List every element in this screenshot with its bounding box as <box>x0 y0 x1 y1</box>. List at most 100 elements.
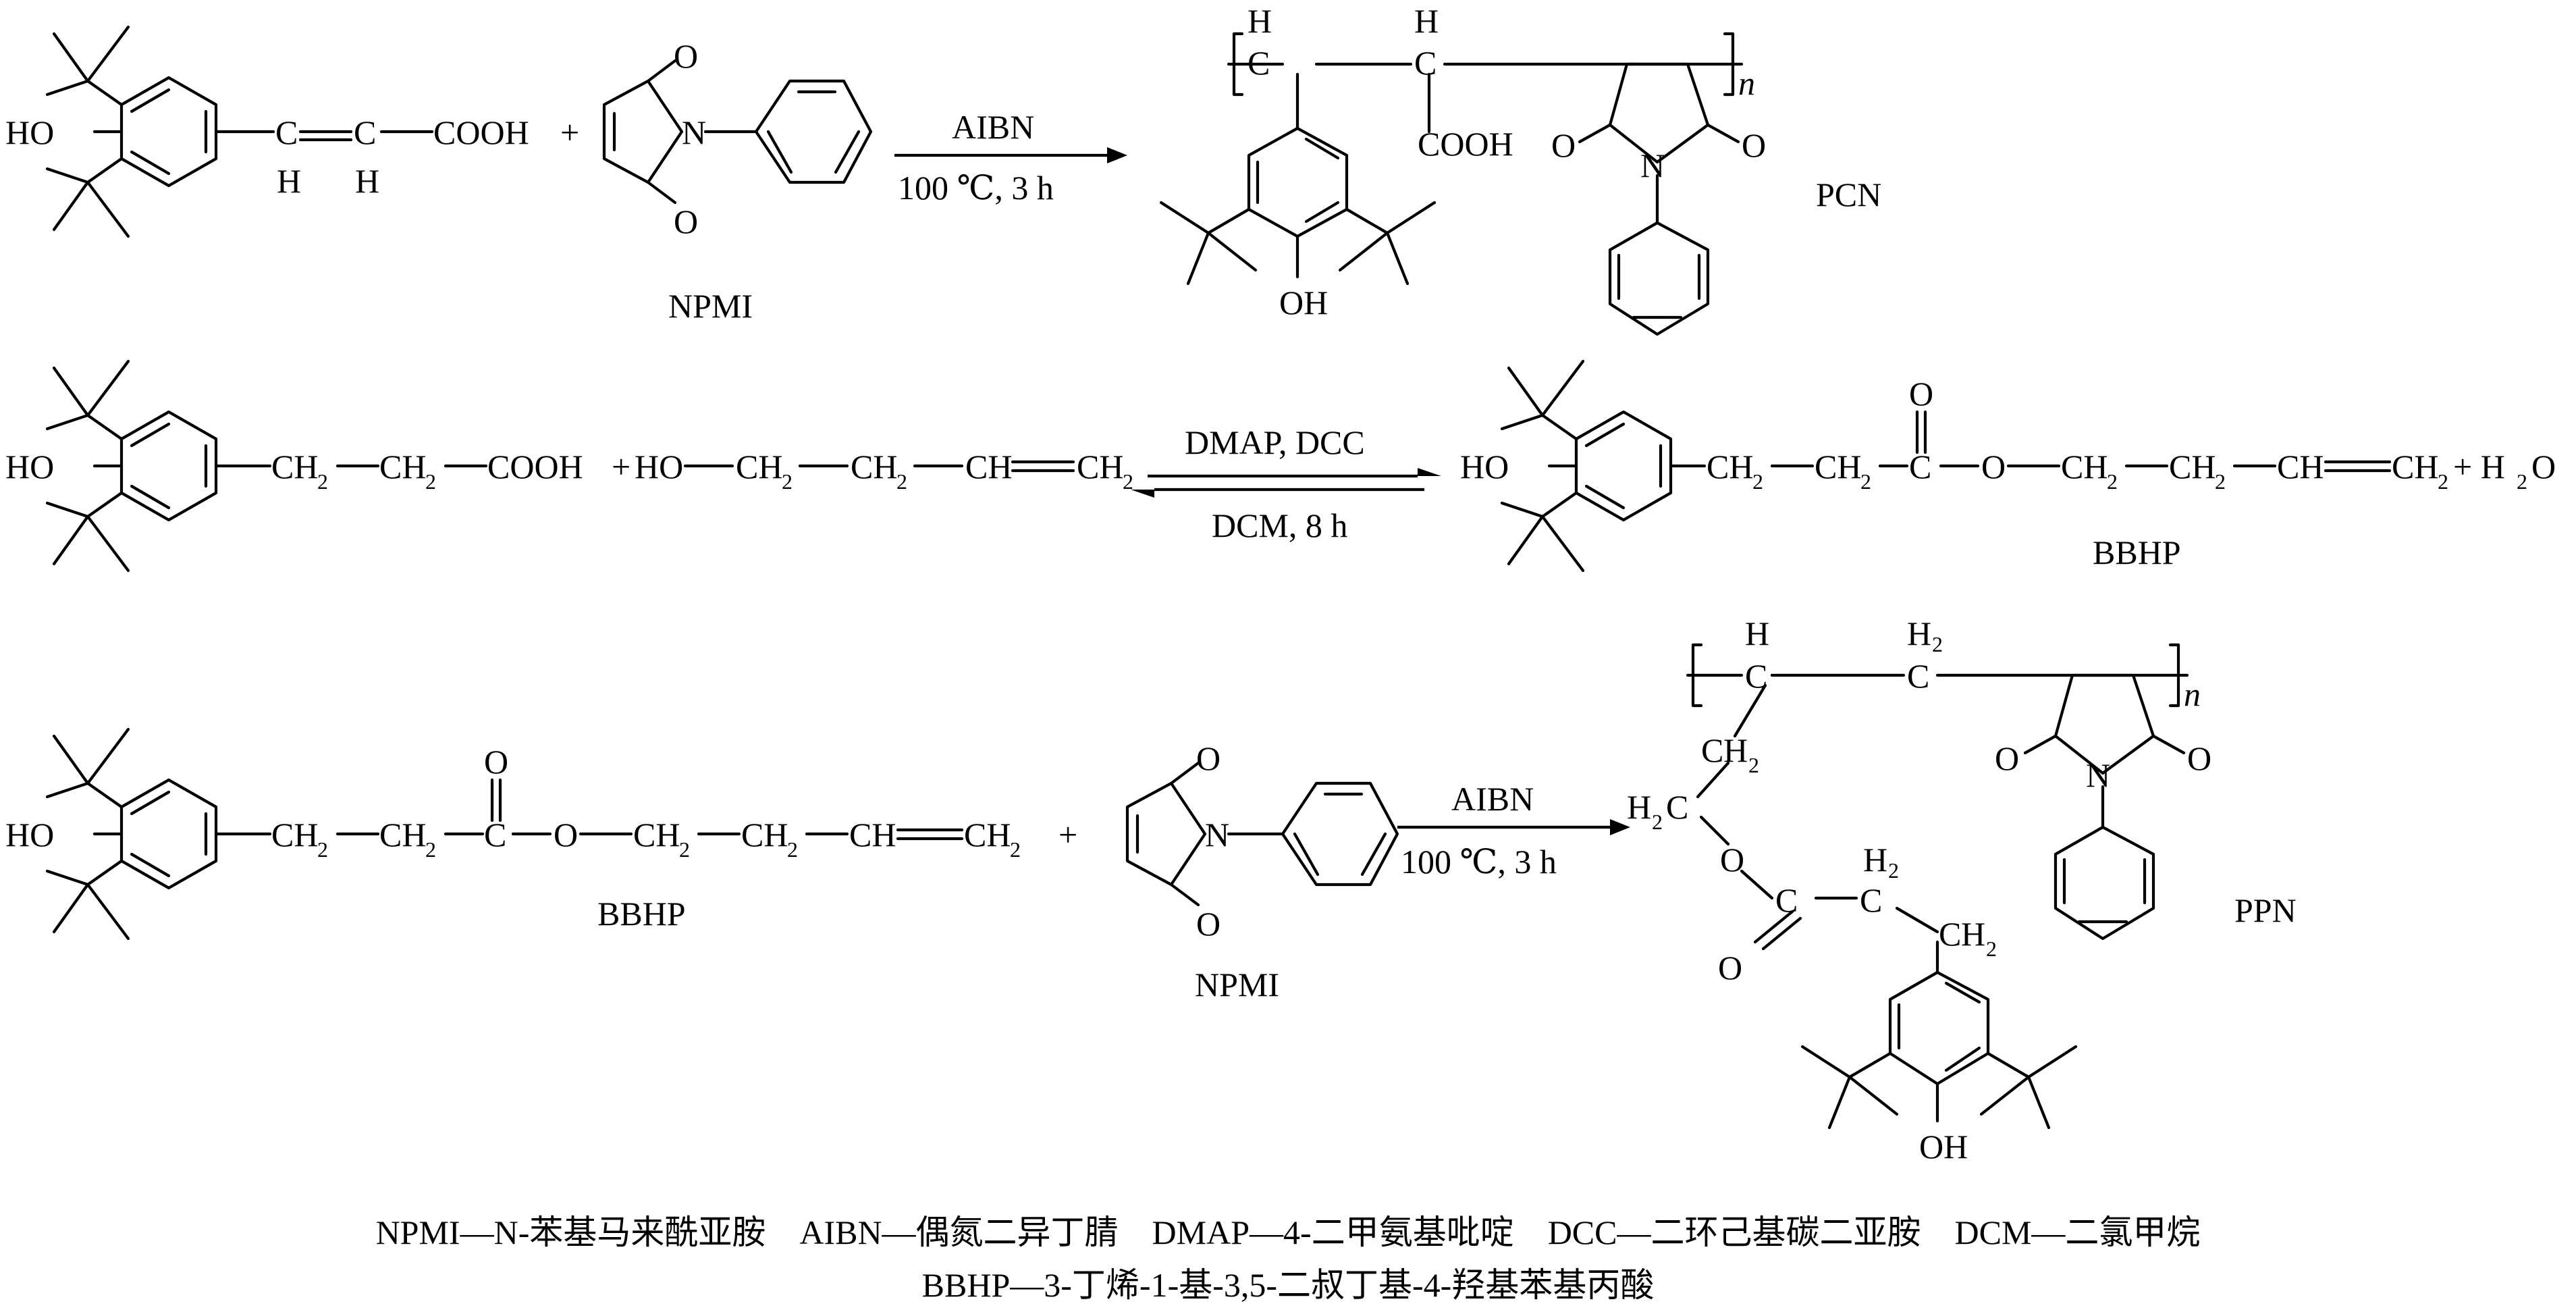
pcn-h1: H <box>1247 2 1272 40</box>
ppn-ester-o: O <box>1720 841 1744 879</box>
r2-alcohol-ch-1-sub: 2 <box>782 469 793 494</box>
bbhp-reactant <box>45 727 964 941</box>
bbhp-ch-3: CH <box>2061 448 2108 486</box>
npmi-2-name: NPMI <box>1195 966 1279 1003</box>
ppn-product <box>1686 643 2189 1130</box>
bbhp-ch-6: CH <box>2392 448 2438 486</box>
ppn-carbonyl-c: C <box>1775 881 1798 919</box>
r2-alcohol-ch-2: CH <box>851 448 897 486</box>
ppn-n-subscript: n <box>2184 675 2201 713</box>
r1-arrow-top: AIBN <box>952 108 1034 146</box>
r2-arrow-top: DMAP, DCC <box>1185 423 1365 461</box>
r3-bbhp-ch-4: CH <box>741 816 788 854</box>
pcn-c2: C <box>1414 44 1437 82</box>
npmi-2-o-top: O <box>1196 739 1220 777</box>
bbhp-ch-6-sub: 2 <box>2438 469 2448 494</box>
legend-line-2: BBHP—3-丁烯-1-基-3,5-二叔丁基-4-羟基苯基丙酸 <box>922 1266 1655 1304</box>
reaction-3: HO CH 2 CH 2 C O O CH 2 CH 2 CH CH 2 + B… <box>5 614 2297 1165</box>
r2-plus: + <box>612 448 630 486</box>
r1-oh-label: HO <box>5 113 54 151</box>
r3-arrow-top: AIBN <box>1451 780 1534 818</box>
r1-vinyl-h1: H <box>277 162 301 200</box>
ppn-o-right: O <box>2187 739 2211 777</box>
bbhp-ch-1-sub: 2 <box>1752 469 1763 494</box>
r2-alcohol-ch-3: CH <box>965 448 1012 486</box>
r2-byproduct-sub: 2 <box>2517 469 2527 494</box>
ppn-ch-d-sub: 2 <box>1986 937 1997 961</box>
r1-plus: + <box>560 113 579 151</box>
npmi-2-o-bottom: O <box>1196 905 1220 943</box>
ppn-h2-sub: 2 <box>1932 632 1943 656</box>
r2-alcohol-ch-1: CH <box>736 448 782 486</box>
bbhp-carbonyl-c: C <box>1909 448 1931 486</box>
r3-bbhp-ch-6-sub: 2 <box>1010 837 1021 862</box>
r3-bbhp-name: BBHP <box>597 895 686 933</box>
r2-ch-2-sub: 2 <box>425 469 436 494</box>
r2-alcohol-ch-4: CH <box>1077 448 1123 486</box>
ppn-name: PPN <box>2234 891 2297 929</box>
r2-alcohol-ho: HO <box>635 448 683 486</box>
bbhp-carbonyl-o: O <box>1909 375 1933 413</box>
ppn-ch-c-sub: 2 <box>1888 858 1899 883</box>
r3-arrow-bottom: 100 ℃, 3 h <box>1401 843 1557 881</box>
bbhp-ch-4-sub: 2 <box>2215 469 2226 494</box>
bbhp-ch-5: CH <box>2277 448 2324 486</box>
r3-bbhp-ch-4-sub: 2 <box>787 837 798 862</box>
ppn-n: N <box>2086 756 2110 794</box>
pcn-c1: C <box>1247 44 1270 82</box>
bbhp-ch-1: CH <box>1707 448 1753 486</box>
ppn-h2: H <box>1907 614 1931 652</box>
bbhp-ch-4: CH <box>2169 448 2216 486</box>
pcn-cooh: COOH <box>1418 125 1513 163</box>
ppn-ch-c: C <box>1860 881 1882 919</box>
r3-bbhp-ch-1: CH <box>271 816 318 854</box>
r3-bbhp-ho: HO <box>5 816 54 854</box>
pcn-name: PCN <box>1816 176 1881 213</box>
ppn-ch-a: C <box>1701 731 1723 769</box>
r3-arrowhead <box>1610 819 1630 835</box>
ppn-ch-c-h: H <box>1863 841 1887 879</box>
npmi-1-name: NPMI <box>668 287 753 325</box>
r3-bbhp-ch-6: CH <box>964 816 1011 854</box>
bbhp-product <box>1500 359 2392 573</box>
r3-bbhp-carbonyl-c: C <box>484 816 506 854</box>
pcn-o-left: O <box>1551 126 1576 164</box>
npmi-1 <box>602 59 873 205</box>
ppn-ch-b: C <box>1666 788 1688 826</box>
r3-bbhp-ch-3: CH <box>633 816 680 854</box>
r1-arrowhead <box>1107 147 1127 163</box>
bbhp-ho: HO <box>1460 448 1509 486</box>
phenol-ring-2 <box>45 359 488 573</box>
r2-byproduct-o: O <box>2531 448 2556 486</box>
r1-arrow-bottom: 100 ℃, 3 h <box>898 169 1054 207</box>
reaction-2: HO CH 2 CH 2 COOH + HO CH 2 CH 2 CH CH 2… <box>5 359 2556 573</box>
ppn-h1: H <box>1745 614 1769 652</box>
r3-plus: + <box>1058 816 1077 854</box>
npmi-1-n: N <box>682 113 706 151</box>
ppn-ch-d: C <box>1939 915 1961 953</box>
ppn-ch-b-sub: 2 <box>1652 810 1663 834</box>
r2-alcohol-ch-2-sub: 2 <box>896 469 907 494</box>
r2-arrowhead-forward <box>1418 468 1441 476</box>
pcn-n-subscript: n <box>1738 64 1755 102</box>
r2-ch-1: CH <box>271 448 318 486</box>
bbhp-name-r2: BBHP <box>2093 533 2181 571</box>
ppn-ch-a-h: H <box>1723 731 1748 769</box>
ppn-c1: C <box>1745 657 1767 695</box>
ppn-ch-d-h: H <box>1961 915 1985 953</box>
r1-cooh-label: COOH <box>433 113 529 151</box>
reaction-1: HO C H C H COOH + O N O NPMI AIBN 100 ℃,… <box>5 2 1881 336</box>
npmi-2-n: N <box>1205 816 1229 854</box>
r2-alcohol-ch-4-sub: 2 <box>1123 469 1133 494</box>
r2-byproduct: + H <box>2453 448 2505 486</box>
r2-arrowhead-reverse <box>1131 490 1154 498</box>
ppn-carbonyl-o: O <box>1718 949 1742 987</box>
r2-cooh: COOH <box>487 448 583 486</box>
phenol-ring-1 <box>45 25 434 238</box>
pcn-product <box>1159 32 1744 336</box>
r2-arrow-bottom: DCM, 8 h <box>1212 506 1347 544</box>
r2-ch-2: CH <box>379 448 426 486</box>
bbhp-ch-3-sub: 2 <box>2107 469 2118 494</box>
r3-bbhp-ch-5: CH <box>849 816 896 854</box>
